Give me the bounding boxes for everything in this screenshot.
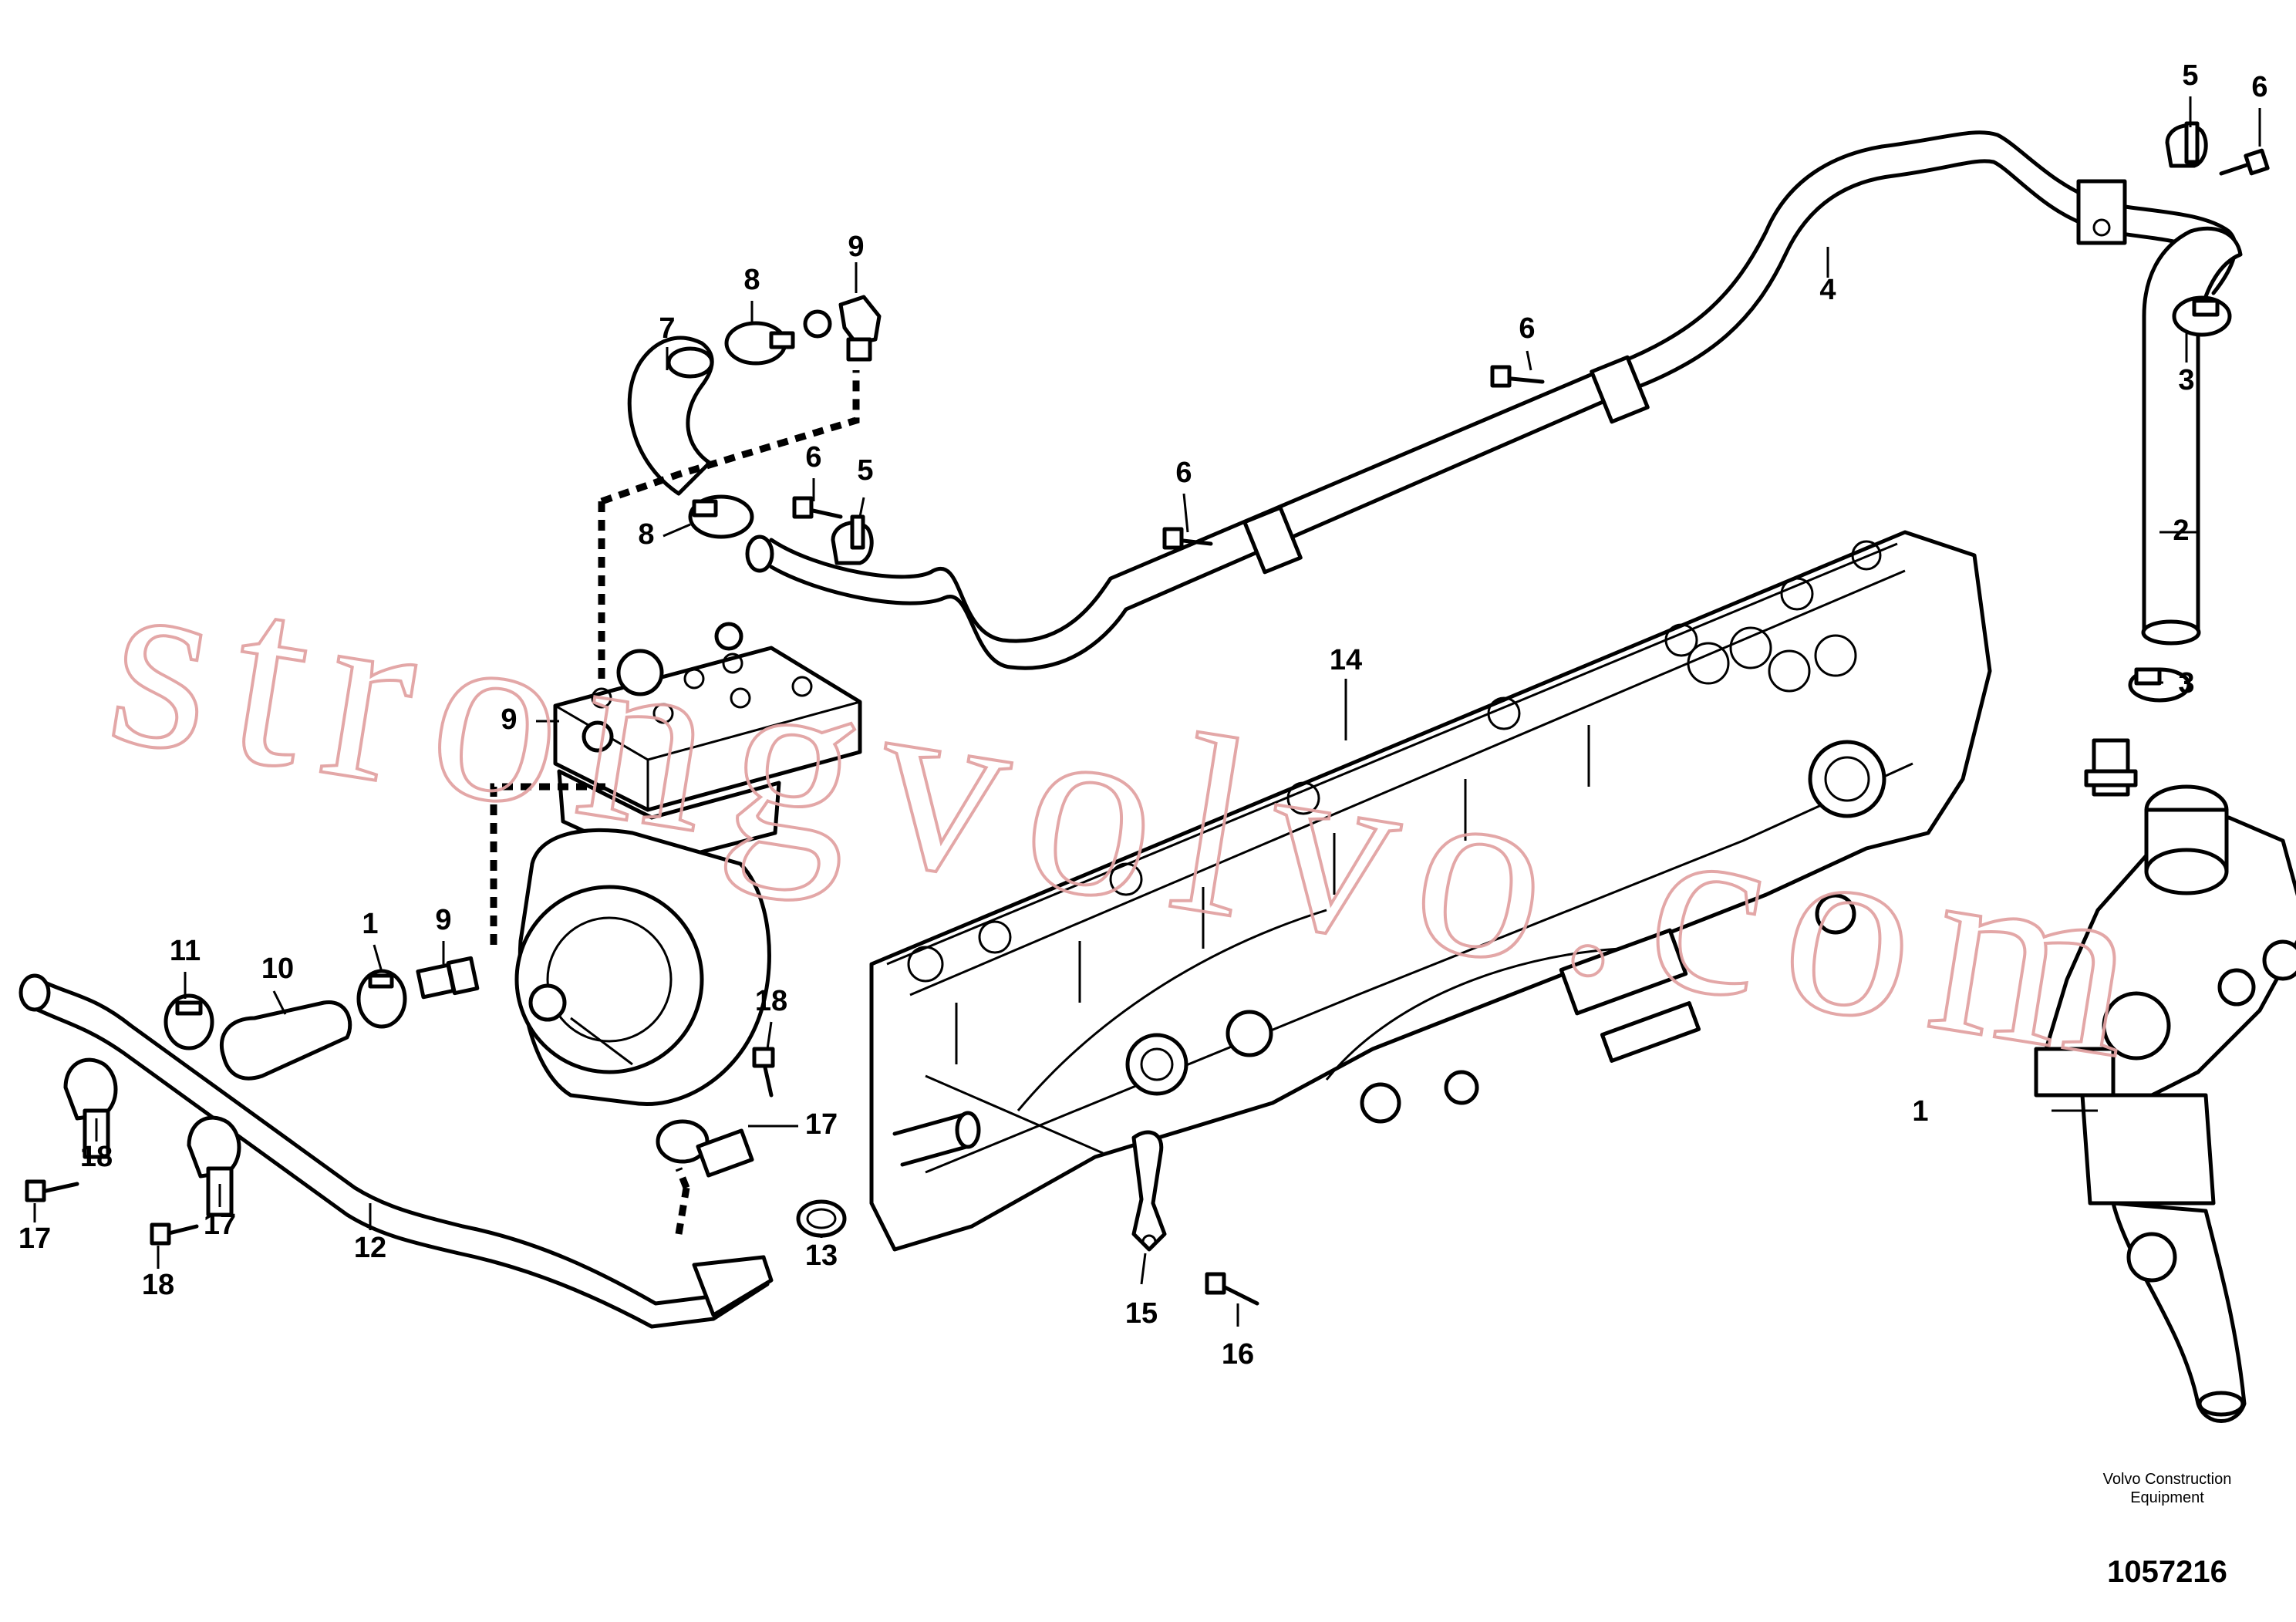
coolant-pipe-4 (745, 130, 2237, 670)
callout-5: 5 (2182, 59, 2198, 92)
clip-17-b (187, 1115, 241, 1217)
callout-17: 17 (204, 1209, 236, 1241)
drawing-number: 1057216 (2107, 1555, 2227, 1589)
bolts (25, 148, 2270, 1306)
callout-17: 17 (805, 1108, 838, 1141)
callout-14: 14 (1330, 644, 1362, 676)
callout-2: 2 (2173, 514, 2189, 547)
callout-3: 3 (2178, 667, 2194, 700)
callout-5: 5 (857, 454, 873, 487)
callout-6: 6 (2251, 71, 2267, 103)
o-ring-13 (796, 1199, 847, 1238)
callout-6: 6 (1519, 312, 1535, 345)
p-clamp-5-mid (831, 514, 874, 565)
callout-6: 6 (805, 441, 821, 474)
callout-8: 8 (638, 518, 654, 551)
callout-4: 4 (1819, 274, 1836, 306)
callout-13: 13 (805, 1239, 838, 1272)
callout-1: 1 (1912, 1095, 1928, 1128)
hose-clamp-3-upper (2172, 295, 2232, 337)
callout-16: 16 (1222, 1338, 1254, 1371)
callout-6: 6 (1175, 457, 1192, 489)
callout-3: 3 (2178, 364, 2194, 396)
callout-18: 18 (142, 1269, 174, 1301)
callout-12: 12 (354, 1232, 386, 1264)
clip-17-a (63, 1057, 118, 1159)
hose-clamp-3-lower (2128, 667, 2191, 703)
callout-1: 1 (362, 908, 378, 940)
engine-cylinder-head (869, 530, 1992, 1252)
hose-clamp-11 (164, 993, 214, 1050)
callout-7: 7 (659, 312, 675, 345)
hose-7 (627, 336, 714, 496)
leader-lines (33, 96, 2261, 1327)
hose-10 (219, 1000, 352, 1081)
hose-clamp-8-lower (688, 494, 754, 539)
callout-17: 18 (80, 1141, 113, 1173)
elbow-fitting-9 (803, 295, 882, 362)
callout-18: 17 (19, 1222, 51, 1255)
callout-9: 9 (848, 231, 864, 263)
air-compressor (514, 622, 862, 1106)
callout-18: 18 (755, 985, 787, 1017)
callout-labels: 5 6 4 3 2 3 1 9 8 7 6 5 8 6 6 14 9 11 10… (19, 59, 2268, 1371)
thermostat-housing-1 (2034, 784, 2296, 1423)
nipple-9-left (416, 956, 480, 1000)
callout-15: 15 (1125, 1297, 1158, 1330)
pipe-12 (19, 973, 774, 1329)
callout-10: 10 (261, 953, 294, 985)
hose-clamp-8-upper (724, 321, 795, 366)
p-clamp-5-top (2165, 121, 2208, 168)
callout-11: 11 (170, 935, 201, 967)
bracket-15 (1131, 1130, 1167, 1252)
nipple-fitting (2084, 738, 2138, 797)
brand-label: Volvo Construction Equipment (2082, 1470, 2252, 1507)
hose-clamp-9-left (356, 969, 407, 1029)
routing-dashed-lines (490, 370, 860, 1235)
callout-9: 9 (501, 703, 517, 736)
callout-9: 9 (435, 904, 451, 936)
brand-line-1: Volvo Construction (2102, 1471, 2232, 1488)
hose-2 (2141, 226, 2243, 646)
hose-clamp-17-c (656, 1119, 754, 1178)
brand-line-2: Equipment (2130, 1489, 2204, 1506)
cylinder-ports (907, 540, 1882, 983)
callout-8: 8 (743, 264, 760, 296)
